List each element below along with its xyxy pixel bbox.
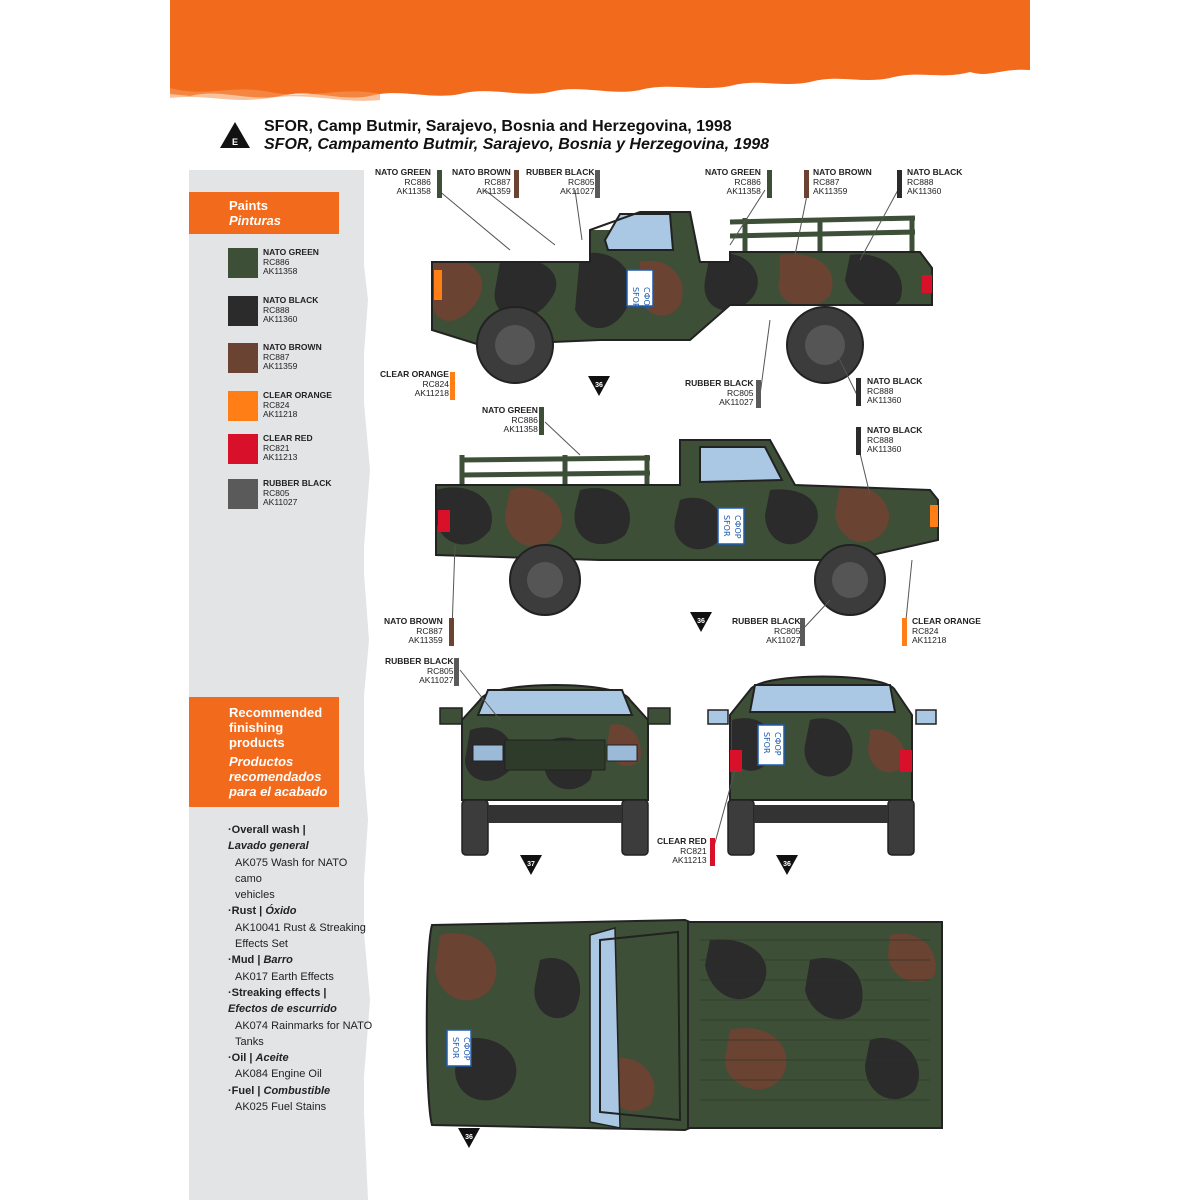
sidebar-torn-edge: [350, 170, 370, 1200]
front-view: [439, 684, 671, 856]
side-view-left: SFOR СФОР: [431, 211, 933, 384]
page-title: SFOR, Camp Butmir, Sarajevo, Bosnia and …: [264, 118, 732, 135]
profile-letter: E: [232, 137, 238, 147]
callout-chip: [856, 427, 861, 455]
svg-text:37: 37: [527, 861, 535, 868]
paints-heading: Paints Pinturas: [189, 192, 339, 234]
view-marker-side2: 36: [690, 612, 712, 632]
callout-chip: [437, 170, 442, 198]
finishing-products-list: ·Overall wash |Lavado general AK075 Wash…: [228, 822, 373, 1115]
profile-letter-marker: E: [220, 122, 250, 148]
decal-latin: SFOR: [722, 515, 731, 537]
decal-latin: SFOR: [631, 287, 640, 309]
callout-chip: [856, 378, 861, 406]
finishing-heading: Recommended finishing products Productos…: [189, 697, 339, 807]
svg-text:36: 36: [595, 382, 603, 389]
decal-cyrillic: СФОР: [773, 732, 782, 756]
callout-chip: [595, 170, 600, 198]
rear-view: SFOR СФОР: [707, 675, 937, 856]
paints-heading-es: Pinturas: [229, 213, 282, 228]
side-view-right: SFOR СФОР: [435, 439, 939, 616]
view-marker-top: 36: [458, 1128, 480, 1148]
color-chip: [228, 391, 258, 421]
callout-chip: [897, 170, 902, 198]
svg-text:36: 36: [465, 1134, 473, 1141]
decal-cyrillic: СФОР: [733, 515, 742, 539]
callout-chip: [902, 618, 907, 646]
page-title-es: SFOR, Campamento Butmir, Sarajevo, Bosni…: [264, 136, 770, 153]
orange-brush-banner: [170, 0, 1030, 101]
callout-chip: [756, 380, 761, 408]
color-chip: [228, 248, 258, 278]
color-chip: [228, 434, 258, 464]
list-item: ·Streaking effects |Efectos de escurrido…: [228, 986, 373, 1048]
paints-heading-en: Paints: [229, 198, 269, 213]
vehicle-drawings: SFOR СФОР: [425, 189, 943, 1148]
decal-cyrillic: СФОР: [462, 1037, 471, 1061]
view-marker-rear: 36: [776, 855, 798, 875]
callout-chip: [800, 618, 805, 646]
sidebar-panel: [189, 170, 364, 1200]
decal-latin: SFOR: [762, 732, 771, 754]
callout-chip: [767, 170, 772, 198]
callout-chip: [454, 658, 459, 686]
top-view: SFOR СФОР: [425, 918, 943, 1132]
view-marker-front: 37: [520, 855, 542, 875]
color-chip: [228, 296, 258, 326]
list-item: ·Fuel | Combustible AK025 Fuel Stains: [228, 1084, 331, 1114]
callout-chip: [514, 170, 519, 198]
view-marker-side1: 36: [588, 376, 610, 396]
list-item: ·Overall wash |Lavado general AK075 Wash…: [228, 824, 348, 902]
decal-cyrillic: СФОР: [642, 287, 651, 311]
instruction-page: E SFOR, Camp Butmir, Sarajevo, Bosnia an…: [170, 0, 1030, 1200]
color-chip: [228, 479, 258, 509]
callout-chip: [539, 407, 544, 435]
svg-text:36: 36: [697, 618, 705, 625]
list-item: ·Oil | Aceite AK084 Engine Oil: [228, 1052, 322, 1081]
decal-latin: SFOR: [451, 1037, 460, 1059]
svg-text:36: 36: [783, 861, 791, 868]
list-item: ·Rust | Óxido AK10041 Rust & Streaking E…: [228, 905, 366, 951]
list-item: ·Mud | Barro AK017 Earth Effects: [228, 954, 334, 983]
callout-chip: [450, 372, 455, 400]
color-chip: [228, 343, 258, 373]
callout-chip: [710, 838, 715, 866]
callout-chip: [804, 170, 809, 198]
callout-chip: [449, 618, 454, 646]
